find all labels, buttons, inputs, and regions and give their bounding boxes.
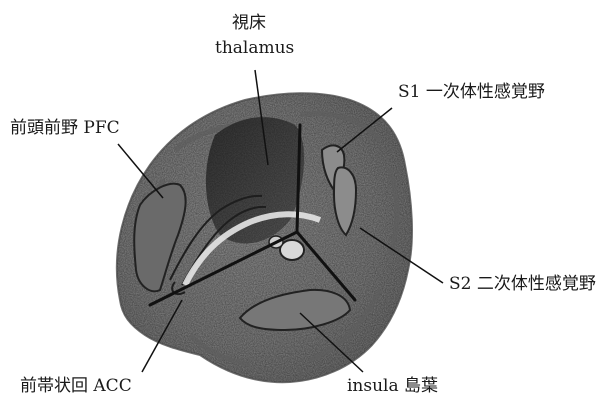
acc-label: 前帯状回 ACC: [20, 378, 132, 395]
s1-label: S1 一次体性感覚野: [398, 84, 545, 101]
pfc-label: 前頭前野 PFC: [10, 120, 120, 137]
s2-label: S2 二次体性感覚野: [449, 276, 596, 293]
thalamus-label-en: thalamus: [215, 40, 294, 57]
thalamus-label-jp: 視床: [232, 15, 266, 32]
insula-label: insula 島葉: [347, 378, 438, 395]
